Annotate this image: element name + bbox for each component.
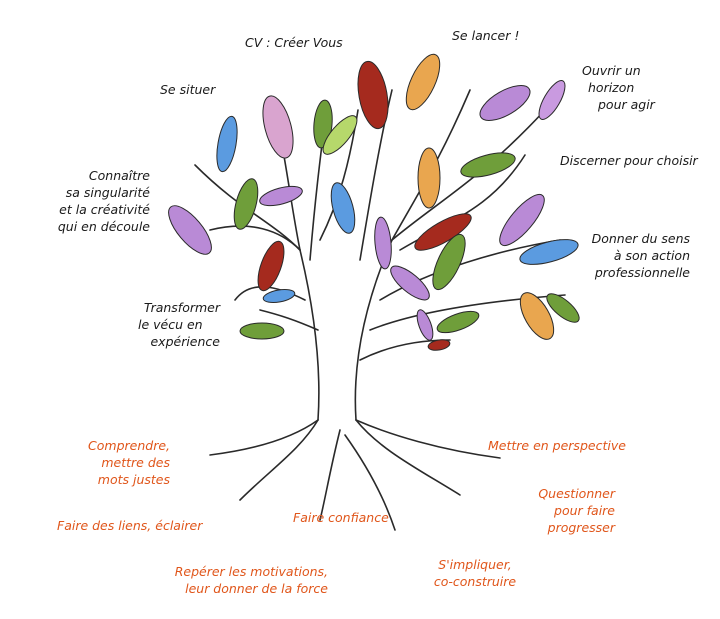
leaves xyxy=(168,53,580,351)
label-transformer-line: Transformer xyxy=(143,300,220,315)
label-ouvrir-line: horizon xyxy=(588,80,635,95)
label-cv: CV : Créer Vous xyxy=(245,34,343,51)
leaf xyxy=(519,239,579,265)
label-connaitre: Connaître sa singularité et la créativit… xyxy=(40,167,150,235)
label-questionner-line: progresser xyxy=(547,520,615,535)
label-donner-sens: Donner du sens à son action professionne… xyxy=(590,230,690,281)
label-motivations-line: leur donner de la force xyxy=(185,581,328,596)
leaf xyxy=(233,178,259,230)
label-se-lancer-text: Se lancer ! xyxy=(452,28,520,43)
label-impliquer-line: co-construire xyxy=(433,574,517,589)
leaf xyxy=(417,147,441,209)
leaf xyxy=(262,288,296,304)
label-connaitre-line: Connaître xyxy=(88,168,150,183)
leaf xyxy=(239,322,285,340)
label-transformer: Transformer le vécu en expérience xyxy=(130,299,220,350)
leaf xyxy=(427,339,451,351)
label-perspective: Mettre en perspective xyxy=(488,437,626,454)
label-questionner-line: pour faire xyxy=(554,503,615,518)
label-comprendre-line: Comprendre, xyxy=(88,438,170,453)
leaf xyxy=(546,293,580,323)
leaf xyxy=(168,205,212,255)
label-motivations: Repérer les motivations, leur donner de … xyxy=(168,563,328,597)
leaf xyxy=(460,152,516,178)
label-discerner: Discerner pour choisir xyxy=(560,152,698,169)
label-liens: Faire des liens, éclairer xyxy=(57,517,202,534)
label-cv-text: CV : Créer Vous xyxy=(245,35,343,50)
leaf xyxy=(259,185,303,207)
leaf xyxy=(374,216,392,270)
label-ouvrir: Ouvrir un horizon pour agir xyxy=(570,62,655,113)
label-donner-sens-line: à son action xyxy=(613,248,690,263)
label-donner-sens-line: professionnelle xyxy=(594,265,690,280)
leaf xyxy=(416,309,434,341)
label-impliquer-line: S'impliquer, xyxy=(438,557,512,572)
leaf xyxy=(538,80,566,120)
label-questionner-line: Questionner xyxy=(538,486,615,501)
leaf xyxy=(432,233,466,291)
label-perspective-text: Mettre en perspective xyxy=(488,438,626,453)
label-comprendre-line: mots justes xyxy=(97,472,170,487)
label-impliquer: S'impliquer, co-construire xyxy=(420,556,530,590)
leaf xyxy=(499,193,545,247)
leaf xyxy=(436,310,480,334)
label-se-situer-text: Se situer xyxy=(160,82,216,97)
label-confiance-text: Faire confiance xyxy=(293,510,389,525)
leaf xyxy=(390,265,430,301)
label-ouvrir-line: pour agir xyxy=(598,97,655,112)
leaf xyxy=(262,95,294,159)
label-connaitre-line: qui en découle xyxy=(57,219,150,234)
label-transformer-line: expérience xyxy=(150,334,220,349)
label-se-situer: Se situer xyxy=(160,81,215,98)
leaf xyxy=(519,292,555,340)
leaf xyxy=(216,115,238,173)
label-comprendre: Comprendre, mettre des mots justes xyxy=(75,437,170,488)
label-motivations-line: Repérer les motivations, xyxy=(174,564,328,579)
leaf xyxy=(322,115,358,155)
label-comprendre-line: mettre des xyxy=(101,455,170,470)
leaf xyxy=(479,85,531,121)
leaf xyxy=(330,182,356,234)
label-donner-sens-line: Donner du sens xyxy=(591,231,690,246)
label-connaitre-line: et la créativité xyxy=(59,202,150,217)
leaf xyxy=(414,213,472,251)
label-transformer-line: le vécu en xyxy=(138,317,203,332)
label-ouvrir-line: Ouvrir un xyxy=(582,63,641,78)
label-confiance: Faire confiance xyxy=(293,509,389,526)
label-liens-text: Faire des liens, éclairer xyxy=(57,518,203,533)
leaf xyxy=(257,240,285,292)
leaf xyxy=(357,60,389,130)
leaf xyxy=(405,53,441,111)
label-discerner-text: Discerner pour choisir xyxy=(560,153,698,168)
label-se-lancer: Se lancer ! xyxy=(452,27,519,44)
label-connaitre-line: sa singularité xyxy=(65,185,150,200)
label-questionner: Questionner pour faire progresser xyxy=(530,485,615,536)
